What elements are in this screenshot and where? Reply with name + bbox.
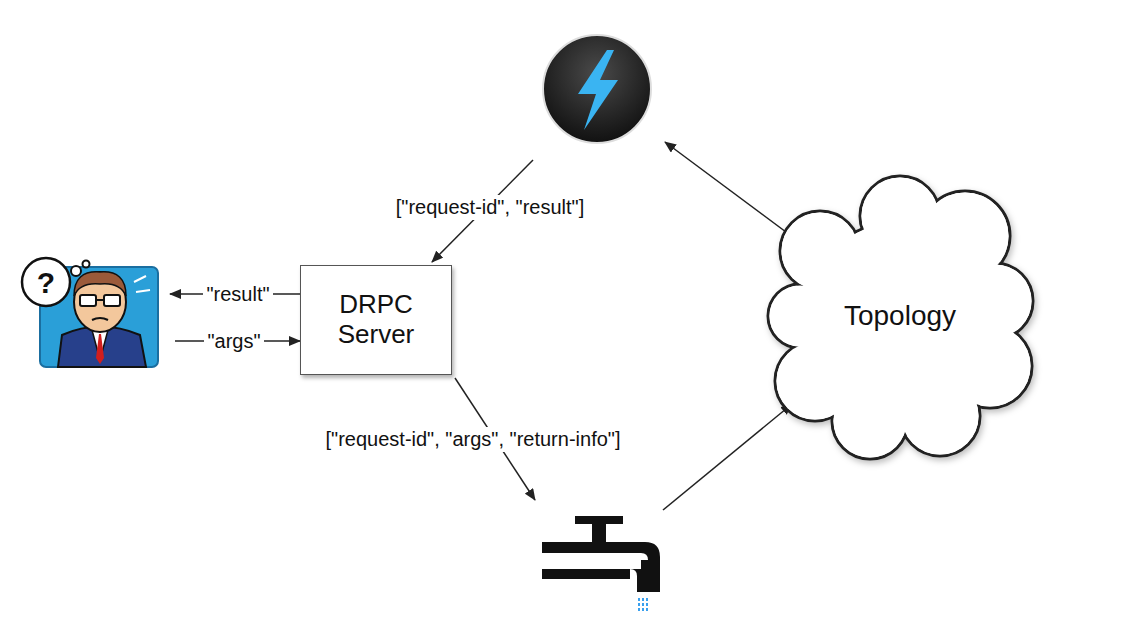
message-label: "args": [204, 329, 263, 354]
message-label: ["request-id", "result"]: [393, 195, 587, 220]
storm-logo: [543, 35, 651, 143]
flow-arrow: [665, 142, 786, 232]
server-box: DRPC Server: [300, 265, 452, 375]
question-mark: ?: [37, 266, 55, 300]
node-text: Topology: [844, 300, 956, 332]
node-text: DRPC Server: [316, 290, 436, 350]
message-label: ["request-id", "args", "return-info"]: [323, 427, 624, 452]
topology-cloud: Topology: [770, 176, 1030, 456]
user-icon: [22, 258, 158, 367]
flow-arrow: [663, 404, 792, 510]
spout-icon: [542, 516, 660, 592]
water-drops: [638, 598, 648, 611]
message-label: "result": [203, 282, 272, 307]
